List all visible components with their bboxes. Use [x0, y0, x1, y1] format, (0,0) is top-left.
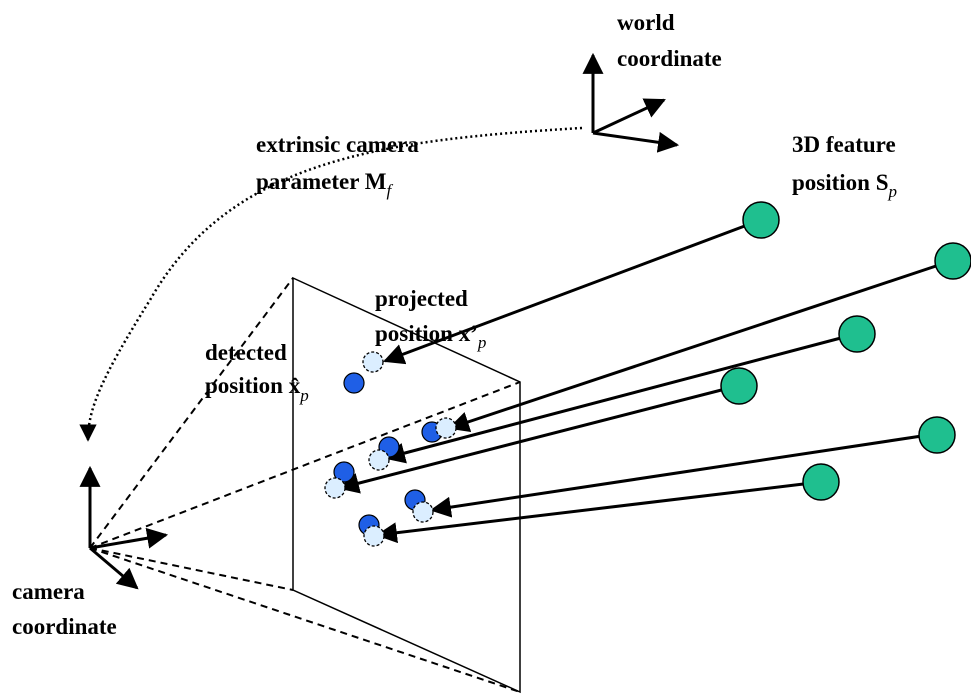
image-plane [292, 276, 521, 694]
feature-point [838, 315, 876, 353]
world-axis-right [592, 131, 680, 153]
feature-label-line1: 3D feature [792, 132, 896, 157]
ray-6 [375, 480, 821, 544]
ray-4 [337, 384, 738, 494]
world-axis-diag [592, 98, 666, 135]
feature-point [802, 463, 840, 501]
feature-point [918, 416, 956, 454]
ray-3 [383, 332, 857, 464]
detected-label-line1: detected [205, 340, 287, 365]
feature-point [934, 242, 971, 280]
detected-label-line2: position x̂p [205, 373, 309, 405]
world-axes [582, 52, 680, 153]
projected-point [363, 525, 385, 547]
projected-point [435, 417, 457, 439]
frustum-lines [89, 277, 521, 693]
projected-point [362, 351, 384, 373]
detected-point [333, 461, 355, 483]
projected-points [324, 351, 457, 547]
ray-1 [383, 219, 759, 365]
projected-point [324, 477, 346, 499]
projection-rays [337, 219, 952, 544]
camera-axes [79, 465, 169, 590]
feature-point [720, 367, 758, 405]
detected-point [343, 372, 365, 394]
feature-points [720, 201, 971, 501]
camera-axis-right [89, 527, 169, 550]
feature-label-line2: position Sp [792, 170, 897, 201]
projected-point [368, 449, 390, 471]
extrinsic-label-line1: extrinsic camera [256, 132, 419, 157]
extrinsic-label-line2: parameter Mf [256, 169, 394, 200]
ray-5 [429, 432, 936, 518]
projected-label-line1: projected [375, 286, 468, 311]
feature-point [742, 201, 780, 239]
camera-label-line2: coordinate [12, 614, 117, 639]
projected-point [412, 501, 434, 523]
world-label-line2: coordinate [617, 46, 722, 71]
ray-2 [448, 259, 952, 432]
camera-label-line1: camera [12, 579, 85, 604]
projected-label-line2: position x’p [375, 321, 486, 352]
camera-axis-down [89, 546, 139, 590]
extrinsic-arc [79, 126, 583, 442]
world-label-line1: world [617, 10, 675, 35]
